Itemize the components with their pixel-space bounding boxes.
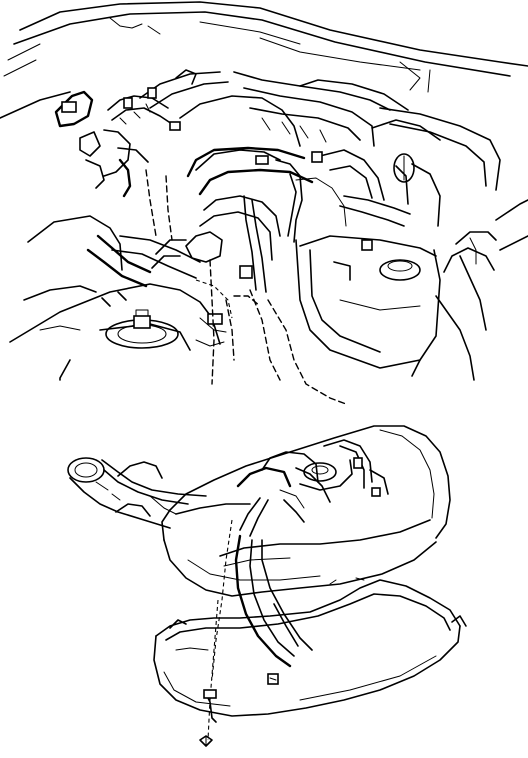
- tank-protector-plate: [153, 577, 467, 717]
- hood-panel: [3, 1, 528, 93]
- fuel-supply-lines: [207, 519, 313, 741]
- fuel-filler-neck: [67, 457, 207, 529]
- fuel-line-routing: [145, 146, 411, 405]
- intake-manifold: [179, 71, 441, 171]
- protector-bolt: [199, 689, 217, 747]
- engine-compartment-view: [0, 1, 528, 405]
- tank-top-fittings: [236, 439, 389, 537]
- strut-tower-mount: [101, 291, 179, 349]
- radiator-hose: [86, 234, 201, 288]
- fuel-tank-body: [161, 425, 451, 597]
- wiring-harness-cluster: [54, 69, 229, 198]
- valve-cover: [379, 107, 501, 227]
- right-fender: [435, 199, 528, 381]
- left-inner-fender: [0, 91, 221, 381]
- fuel-tank-assembly-view: [67, 425, 467, 747]
- battery-box: [295, 235, 441, 377]
